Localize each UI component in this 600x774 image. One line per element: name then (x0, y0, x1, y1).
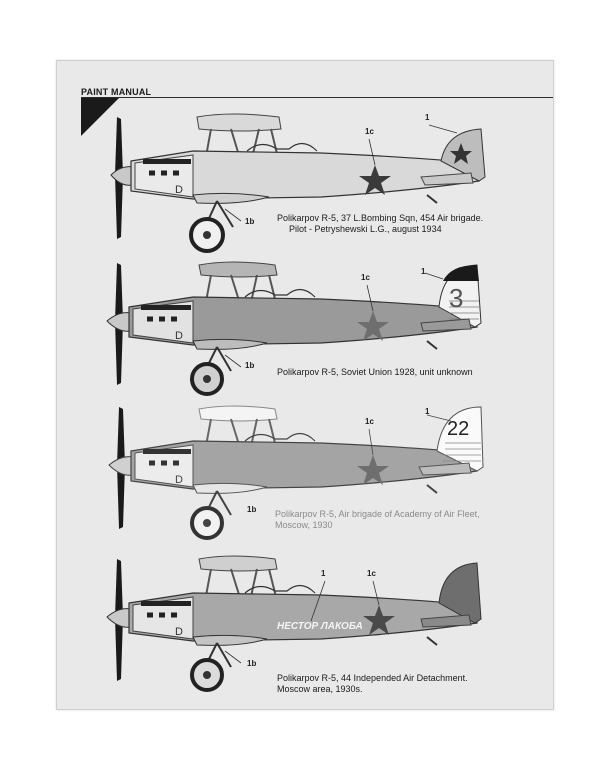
callout-1b: 1b (245, 217, 255, 226)
callout-1c: 1c (365, 417, 374, 426)
plane-profile-1: D 1c 1 1b (81, 105, 501, 265)
caption-plane-2-line-1: Polikarpov R-5, Soviet Union 1928, unit … (277, 367, 473, 377)
fuselage-name-text: НЕСТОР ЛАКОБА (277, 621, 363, 632)
caption-plane-1-line-1: Polikarpov R-5, 37 L.Bombing Sqn, 454 Ai… (277, 213, 484, 223)
svg-text:D: D (175, 626, 183, 638)
tail-number-3: 22 (447, 418, 469, 440)
svg-text:D: D (175, 330, 183, 342)
callout-1c: 1c (365, 127, 374, 136)
callout-1: 1 (425, 407, 430, 416)
callout-1: 1 (421, 267, 426, 276)
header-title: PAINT MANUAL (81, 87, 152, 97)
tail-number-2: 3 (449, 283, 463, 313)
callout-1b: 1b (247, 505, 257, 514)
plane-profile-4: D НЕСТОР ЛАКОБА 1 1c 1b (81, 547, 501, 707)
callout-1c: 1c (361, 273, 370, 282)
callout-1b: 1b (245, 361, 255, 370)
plane-profile-2: D 3 1c 1 1b (81, 257, 501, 417)
caption-plane-3-line-1: Polikarpov R-5, Air brigade of Academy o… (275, 509, 480, 519)
corner-triangle (81, 98, 119, 136)
plane-3-drawing: D 22 (108, 405, 484, 540)
caption-plane-4-line-2: Moscow area, 1930s. (277, 684, 363, 694)
caption-plane-3-line-2: Moscow, 1930 (275, 520, 333, 530)
header-rule (81, 97, 553, 98)
svg-text:D: D (175, 474, 183, 486)
callout-1c: 1c (367, 569, 376, 578)
callout-1b: 1b (247, 659, 257, 668)
callout-1: 1 (425, 113, 430, 122)
paint-manual-sheet: PAINT MANUAL D (56, 60, 554, 710)
plane-profile-3: D 22 1c 1 1b (81, 403, 501, 563)
plane-1-drawing: D (110, 113, 486, 253)
plane-2-drawing: D 3 (106, 261, 482, 396)
plane-4-drawing: D НЕСТОР ЛАКОБА (106, 555, 482, 692)
caption-plane-4-line-1: Polikarpov R-5, 44 Independed Air Detach… (277, 673, 468, 683)
svg-text:D: D (175, 184, 183, 196)
callout-1: 1 (321, 569, 326, 578)
caption-plane-1-line-2: Pilot - Petryshewski L.G., august 1934 (289, 224, 442, 234)
